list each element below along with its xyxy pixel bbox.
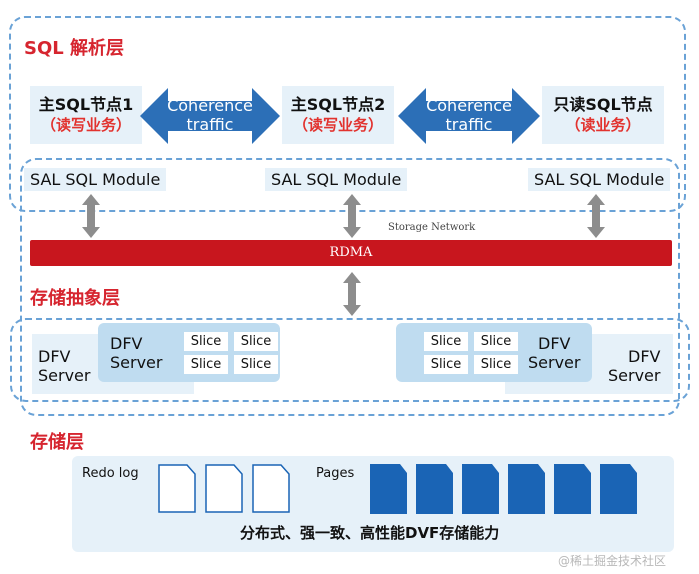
coherence-arrow-1 bbox=[140, 88, 280, 144]
slice: Slice bbox=[184, 332, 228, 351]
node-subtitle: （读写业务） bbox=[40, 116, 131, 134]
dfv-line-2: Server bbox=[608, 366, 661, 385]
redo-log-icons bbox=[158, 464, 290, 513]
node-title: 主SQL节点2 bbox=[290, 95, 386, 114]
sql-node-master-2: 主SQL节点2 （读写业务） bbox=[282, 86, 394, 144]
coherence-line-2: traffic bbox=[186, 115, 234, 134]
coherence-arrow-2 bbox=[398, 88, 540, 144]
storage-layer-title: 存储层 bbox=[30, 432, 84, 453]
coherence-label-1: Coherence traffic bbox=[150, 96, 270, 134]
redo-log-doc-icon bbox=[205, 464, 243, 513]
redo-log-label: Redo log bbox=[82, 466, 139, 481]
rdma-bar: RDMA bbox=[30, 240, 672, 266]
slice: Slice bbox=[474, 332, 518, 351]
coherence-label-2: Coherence traffic bbox=[409, 96, 529, 134]
slice: Slice bbox=[184, 355, 228, 374]
dfv-line-2: Server bbox=[528, 353, 581, 372]
slice: Slice bbox=[424, 355, 468, 374]
dfv-line-2: Server bbox=[38, 366, 91, 385]
coherence-line-1: Coherence bbox=[426, 96, 512, 115]
slice: Slice bbox=[234, 355, 278, 374]
sql-layer-border bbox=[9, 16, 686, 212]
dfv-layer-border bbox=[10, 318, 690, 402]
sql-node-readonly: 只读SQL节点 （读业务） bbox=[542, 86, 664, 144]
sal-sql-module-2: SAL SQL Module bbox=[265, 168, 408, 191]
page-block-icon bbox=[600, 464, 637, 514]
slice: Slice bbox=[234, 332, 278, 351]
node-subtitle: （读写业务） bbox=[292, 116, 383, 134]
storage-network-label: Storage Network bbox=[388, 222, 476, 233]
page-block-icon bbox=[370, 464, 407, 514]
dfv-server-left-back-label: DFV Server bbox=[38, 347, 90, 385]
dfv-line-1: DFV bbox=[538, 334, 571, 353]
storage-abstraction-title: 存储抽象层 bbox=[30, 288, 120, 309]
page-block-icon bbox=[462, 464, 499, 514]
dfv-server-left-front-label: DFV Server bbox=[110, 334, 162, 372]
slice: Slice bbox=[424, 332, 468, 351]
dfv-line-1: DFV bbox=[38, 347, 71, 366]
node-title: 只读SQL节点 bbox=[553, 95, 653, 114]
watermark: @稀土掘金技术社区 bbox=[558, 554, 667, 568]
connector-arrow-3 bbox=[587, 194, 605, 238]
redo-log-doc-icon bbox=[158, 464, 196, 513]
sal-sql-module-1: SAL SQL Module bbox=[24, 168, 167, 191]
storage-caption: 分布式、强一致、高性能DVF存储能力 bbox=[240, 524, 500, 542]
dfv-server-right-back-label: DFV Server bbox=[608, 347, 660, 385]
storage-abstraction-border bbox=[20, 158, 680, 416]
sal-sql-module-3: SAL SQL Module bbox=[528, 168, 671, 191]
node-title: 主SQL节点1 bbox=[38, 95, 134, 114]
node-subtitle: （读业务） bbox=[565, 116, 641, 134]
sql-layer-title: SQL 解析层 bbox=[24, 38, 125, 59]
dfv-line-2: Server bbox=[110, 353, 163, 372]
page-block-icon bbox=[508, 464, 545, 514]
sql-node-master-1: 主SQL节点1 （读写业务） bbox=[30, 86, 142, 144]
dfv-line-1: DFV bbox=[628, 347, 661, 366]
page-block-icon bbox=[554, 464, 591, 514]
slice: Slice bbox=[474, 355, 518, 374]
connector-arrow-4 bbox=[343, 272, 361, 316]
coherence-line-2: traffic bbox=[445, 115, 493, 134]
pages-label: Pages bbox=[316, 466, 355, 481]
connector-arrow-1 bbox=[82, 194, 100, 238]
dfv-server-right-front-label: DFV Server bbox=[528, 334, 580, 372]
redo-log-doc-icon bbox=[252, 464, 290, 513]
page-block-icon bbox=[416, 464, 453, 514]
coherence-line-1: Coherence bbox=[167, 96, 253, 115]
page-icons bbox=[370, 464, 637, 514]
dfv-line-1: DFV bbox=[110, 334, 143, 353]
connector-arrow-2 bbox=[343, 194, 361, 238]
